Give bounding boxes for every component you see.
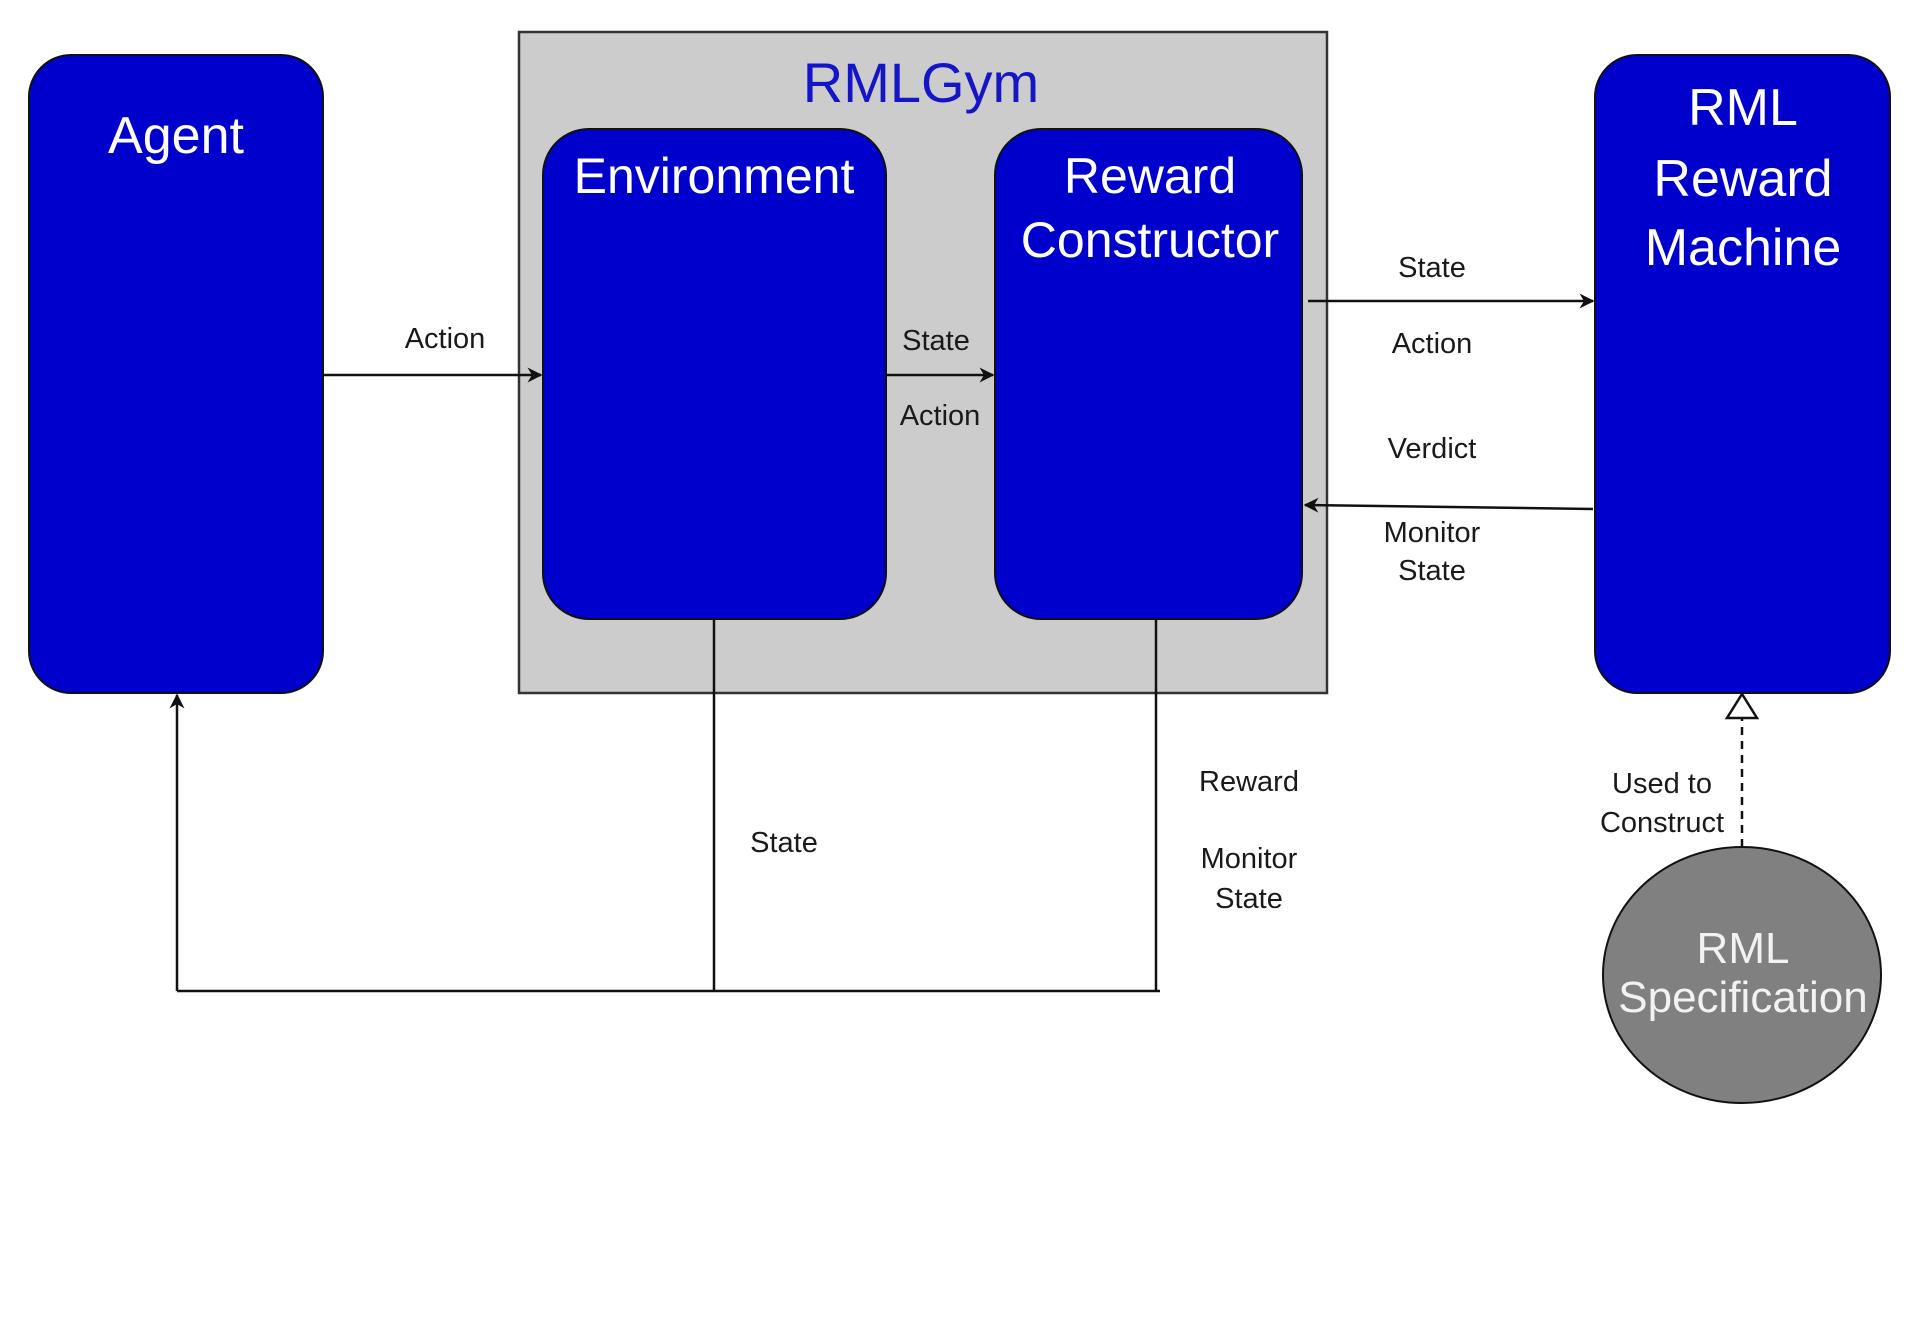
rml-specification-label-line1: RML (1697, 924, 1790, 973)
agent-label: Agent (108, 107, 244, 165)
reward-constructor-node[interactable]: Reward Constructor (994, 128, 1303, 620)
label-state: State (1215, 883, 1283, 915)
label-state: State (1398, 252, 1466, 284)
label-action: Action (405, 323, 486, 355)
environment-node[interactable]: Environment (542, 128, 887, 620)
label-used-to: Used to (1612, 768, 1712, 800)
hollow-triangle-arrow-icon (1724, 691, 1760, 720)
label-state: State (902, 325, 970, 357)
rmlgym-title: RMLGym (803, 51, 1039, 114)
edge-reward-constructor-to-rml: State Action (1308, 252, 1595, 360)
label-construct: Construct (1600, 807, 1724, 839)
rml-reward-machine-label-line2: Reward (1653, 150, 1832, 208)
label-monitor: Monitor (1384, 517, 1481, 549)
label-verdict: Verdict (1388, 433, 1477, 465)
rml-reward-machine-node[interactable]: RML Reward Machine (1594, 54, 1891, 694)
reward-constructor-box[interactable] (994, 128, 1303, 620)
edge-spec-to-rml: Used to Construct (1600, 691, 1760, 847)
label-monitor: Monitor (1201, 843, 1298, 875)
rml-specification-label-line2: Specification (1618, 973, 1867, 1022)
label-action: Action (1392, 328, 1473, 360)
agent-node[interactable]: Agent (28, 54, 324, 694)
reward-constructor-label-line2: Constructor (1021, 212, 1279, 268)
rml-reward-machine-label-line3: Machine (1645, 219, 1842, 277)
label-reward: Reward (1199, 766, 1299, 798)
label-state: State (750, 827, 818, 859)
label-action: Action (900, 400, 981, 432)
arrow-rml-to-reward-constructor (1303, 497, 1594, 513)
edge-agent-to-environment: Action (323, 323, 543, 383)
edge-feedback-to-agent: State Reward Monitor State (169, 619, 1299, 993)
reward-constructor-label-line1: Reward (1064, 148, 1236, 204)
rml-reward-machine-label-line1: RML (1688, 79, 1798, 137)
environment-label: Environment (574, 148, 855, 204)
edge-environment-to-reward-constructor: State Action (886, 325, 995, 432)
edge-rml-to-reward-constructor: Verdict Monitor State (1303, 433, 1594, 587)
label-state: State (1398, 555, 1466, 587)
rml-specification-node[interactable]: RML Specification (1602, 846, 1882, 1104)
